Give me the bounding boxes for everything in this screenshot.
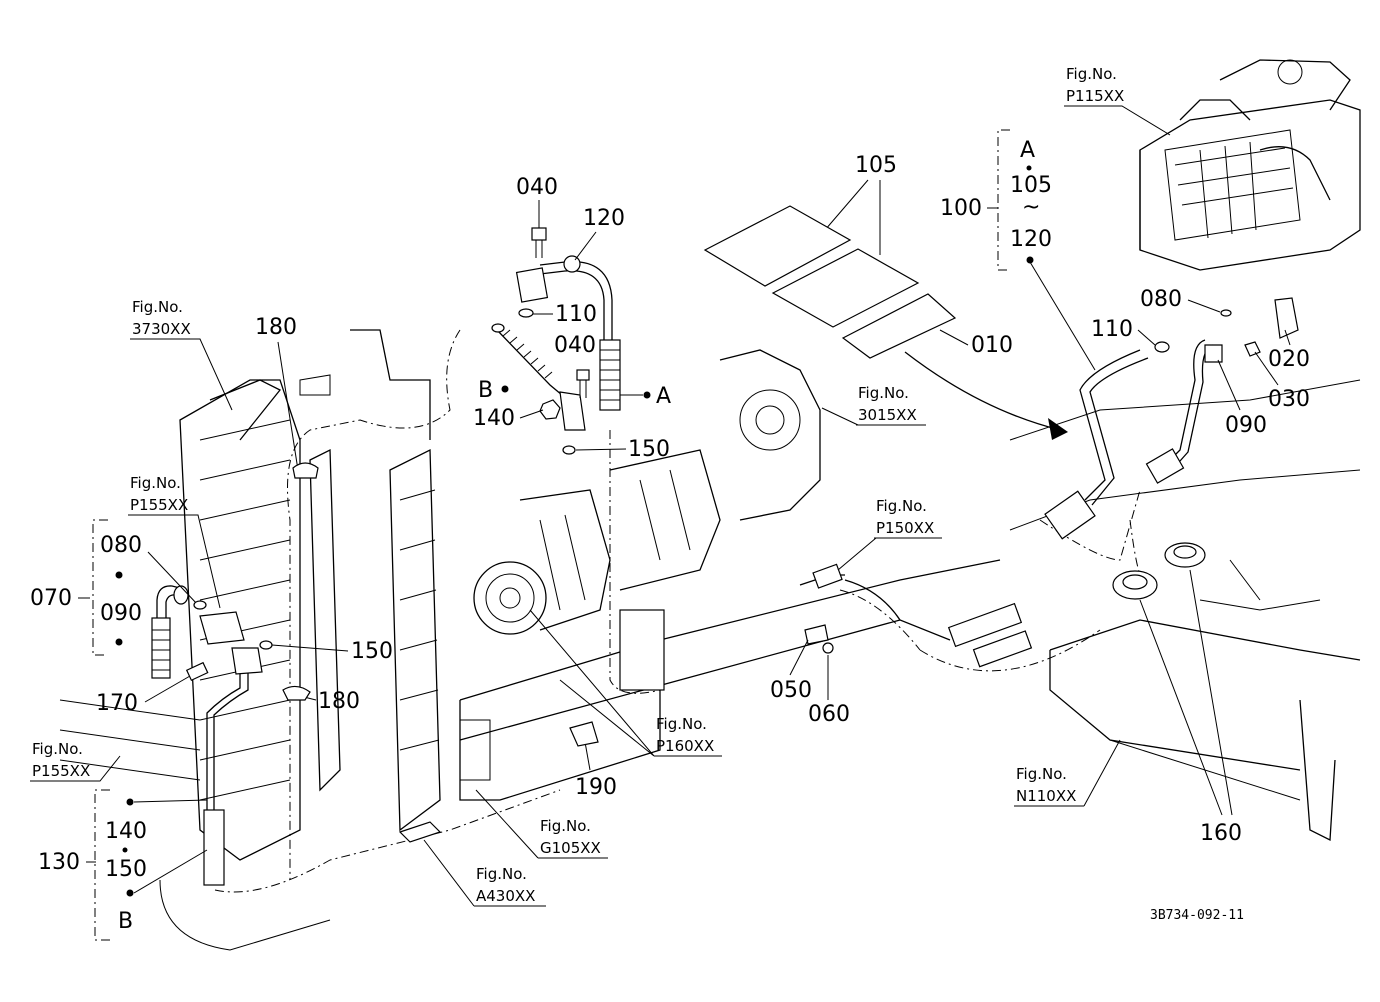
fig-ref-a430[interactable]: Fig.No. A430XX	[398, 821, 546, 907]
part-number-170[interactable]: 170	[96, 691, 138, 716]
part-number-100[interactable]: 100	[940, 196, 982, 221]
fig-ref-code: G105XX	[540, 839, 601, 857]
part-number-190[interactable]: 190	[575, 775, 617, 800]
marker-b[interactable]: B	[118, 909, 133, 934]
hose-routes	[214, 329, 1151, 893]
fig-ref-label: Fig.No.	[876, 497, 927, 515]
fig-ref-p160[interactable]: Fig.No. P160XX	[529, 609, 722, 757]
fig-ref-code: P115XX	[1066, 87, 1124, 105]
part-number-080[interactable]: 080	[1140, 287, 1182, 312]
part-number-180[interactable]: 180	[255, 315, 297, 340]
fig-ref-label: Fig.No.	[1066, 65, 1117, 83]
fig-ref-g105[interactable]: Fig.No. G105XX	[475, 789, 608, 859]
part-number-140[interactable]: 140	[105, 819, 147, 844]
group-label-a[interactable]: A	[1020, 138, 1035, 163]
part-number-130[interactable]: 130	[38, 850, 80, 875]
marker-b[interactable]: B	[478, 378, 493, 403]
part-number-050[interactable]: 050	[770, 678, 812, 703]
fig-ref-3015[interactable]: Fig.No. 3015XX	[821, 384, 926, 426]
fig-ref-code: P155XX	[32, 762, 90, 780]
fig-ref-label: Fig.No.	[858, 384, 909, 402]
part-number-150[interactable]: 150	[628, 437, 670, 462]
part-number-110[interactable]: 110	[555, 302, 597, 327]
fig-ref-p155-bottom[interactable]: Fig.No. P155XX	[30, 740, 121, 782]
part-number-180[interactable]: 180	[318, 689, 360, 714]
part-number-070[interactable]: 070	[30, 586, 72, 611]
pipes	[151, 227, 1299, 886]
part-number-040[interactable]: 040	[554, 333, 596, 358]
fig-ref-code: 3730XX	[132, 320, 191, 338]
part-number-080[interactable]: 080	[100, 533, 142, 558]
part-number-010[interactable]: 010	[971, 333, 1013, 358]
part-number-060[interactable]: 060	[808, 702, 850, 727]
group-label-tilde: ~	[1022, 195, 1040, 220]
part-number-020[interactable]: 020	[1268, 347, 1310, 372]
fig-ref-label: Fig.No.	[1016, 765, 1067, 783]
part-callouts: 040 120 110 040 140 150 A B 105 010 100 …	[30, 129, 1310, 941]
fig-ref-label: Fig.No.	[132, 298, 183, 316]
fig-ref-code: 3015XX	[858, 406, 917, 424]
fig-ref-p115[interactable]: Fig.No. P115XX	[1064, 65, 1171, 136]
part-number-030[interactable]: 030	[1268, 387, 1310, 412]
fig-ref-code: P160XX	[656, 737, 714, 755]
fig-ref-label: Fig.No.	[540, 817, 591, 835]
fig-ref-3730[interactable]: Fig.No. 3730XX	[130, 298, 233, 411]
group-label-120[interactable]: 120	[1010, 227, 1052, 252]
part-number-040[interactable]: 040	[516, 175, 558, 200]
part-number-140[interactable]: 140	[473, 406, 515, 431]
group-label-105[interactable]: 105	[1010, 173, 1052, 198]
fig-ref-code: P155XX	[130, 496, 188, 514]
fig-ref-label: Fig.No.	[32, 740, 83, 758]
machine-outlines	[59, 59, 1361, 951]
fig-ref-code: N110XX	[1016, 787, 1076, 805]
part-number-150[interactable]: 150	[105, 857, 147, 882]
part-number-150[interactable]: 150	[351, 639, 393, 664]
part-number-120[interactable]: 120	[583, 206, 625, 231]
fig-ref-code: P150XX	[876, 519, 934, 537]
drawing-code: 3B734-092-11	[1150, 908, 1244, 923]
fig-ref-label: Fig.No.	[656, 715, 707, 733]
fig-ref-label: Fig.No.	[130, 474, 181, 492]
fig-ref-p155-top[interactable]: Fig.No. P155XX	[128, 474, 221, 609]
fig-ref-p150[interactable]: Fig.No. P150XX	[837, 497, 942, 571]
part-number-090[interactable]: 090	[100, 601, 142, 626]
fig-ref-n110[interactable]: Fig.No. N110XX	[1014, 739, 1121, 807]
fig-ref-code: A430XX	[476, 887, 535, 905]
fig-ref-label: Fig.No.	[476, 865, 527, 883]
part-number-110[interactable]: 110	[1091, 317, 1133, 342]
part-number-160[interactable]: 160	[1200, 821, 1242, 846]
part-number-090[interactable]: 090	[1225, 413, 1267, 438]
figure-references: Fig.No. P115XX Fig.No. 3730XX Fig.No. P1…	[30, 65, 1171, 907]
part-number-105[interactable]: 105	[855, 153, 897, 178]
marker-a[interactable]: A	[656, 384, 671, 409]
